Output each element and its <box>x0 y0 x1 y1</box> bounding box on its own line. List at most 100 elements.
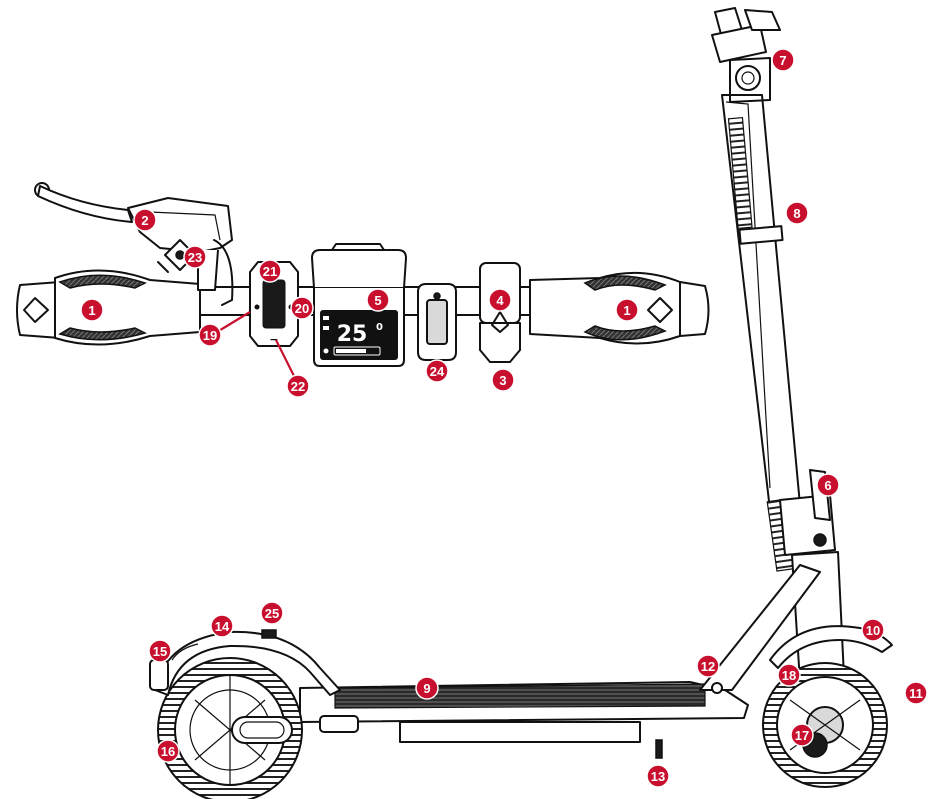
callout-number: 3 <box>499 373 506 388</box>
callout-badge <box>696 654 720 678</box>
display-speed: 25 <box>337 322 368 347</box>
callout-front-tire: 11 <box>904 681 928 705</box>
callout-phone-mount: 24 <box>425 359 449 383</box>
callout-badge <box>156 739 180 763</box>
callout-number: 24 <box>430 364 445 379</box>
callout-number: 19 <box>203 328 217 343</box>
callout-number: 16 <box>161 744 175 759</box>
callout-display: 5 <box>366 288 390 312</box>
callout-badge <box>286 374 310 398</box>
callout-badge <box>258 259 282 283</box>
callout-number: 21 <box>263 264 277 279</box>
deck <box>299 681 749 743</box>
front-fender <box>769 625 893 669</box>
callout-badge <box>615 298 639 322</box>
callout-number: 10 <box>866 623 880 638</box>
callout-number: 22 <box>291 379 305 394</box>
display-decimal: 0 <box>376 322 383 333</box>
rear-light <box>149 659 169 691</box>
fender-latch <box>261 629 277 639</box>
callout-brake-lever: 2 <box>133 208 157 232</box>
callout-front-fender: 10 <box>861 618 885 642</box>
callout-badge <box>904 681 928 705</box>
callout-deck: 9 <box>415 676 439 700</box>
callout-number: 7 <box>779 53 786 68</box>
callout-number: 4 <box>496 293 504 308</box>
callout-number: 13 <box>651 769 665 784</box>
callout-front-brake: 17 <box>790 723 814 747</box>
callout-badge <box>415 676 439 700</box>
callout-rear-fender: 14 <box>210 614 234 638</box>
callout-number: 11 <box>909 686 923 701</box>
callout-throttle-bottom: 3 <box>491 368 515 392</box>
phone-mount <box>417 283 457 361</box>
callout-badge <box>777 663 801 687</box>
handlebar-top <box>711 7 781 103</box>
rear-fender <box>149 629 341 696</box>
callout-number: 5 <box>374 293 381 308</box>
handlebar-detail: + − 25 0 <box>16 182 710 367</box>
callout-badge <box>290 296 314 320</box>
callout-number: 15 <box>153 644 167 659</box>
callout-number: 12 <box>701 659 715 674</box>
throttle <box>479 262 521 363</box>
callout-handlebar: 7 <box>771 48 795 72</box>
callout-grip-left: 1 <box>80 298 104 322</box>
callout-number: 2 <box>141 213 148 228</box>
front-wheel <box>762 662 888 788</box>
svg-text:−: − <box>269 333 278 346</box>
callout-badge <box>148 639 172 663</box>
callout-number: 1 <box>88 303 95 318</box>
callout-throttle: 4 <box>488 288 512 312</box>
callout-button-minus: 22 <box>286 374 310 398</box>
callout-badge <box>183 245 207 269</box>
callout-badge <box>366 288 390 312</box>
callout-button-right: 20 <box>290 296 314 320</box>
callout-number: 17 <box>795 728 809 743</box>
callout-bell: 23 <box>183 245 207 269</box>
callout-charging-port: 12 <box>696 654 720 678</box>
callout-badge <box>210 614 234 638</box>
callout-number: 23 <box>188 250 202 265</box>
callout-badge <box>861 618 885 642</box>
grip-left <box>16 269 201 346</box>
callout-number: 20 <box>295 301 309 316</box>
control-buttons: + − <box>249 261 299 347</box>
callout-badge <box>491 368 515 392</box>
kickstand <box>655 739 663 759</box>
callout-stem: 8 <box>785 201 809 225</box>
callout-button-plus: 21 <box>258 259 282 283</box>
grip-right <box>529 271 710 345</box>
callout-number: 14 <box>215 619 230 634</box>
callout-badge <box>133 208 157 232</box>
callout-number: 8 <box>793 206 800 221</box>
callout-number: 1 <box>623 303 630 318</box>
callout-badge <box>260 601 284 625</box>
callout-kickstand: 13 <box>646 764 670 788</box>
callout-number: 25 <box>265 606 279 621</box>
callout-folding-latch: 6 <box>816 473 840 497</box>
callout-badge <box>80 298 104 322</box>
callout-badge <box>488 288 512 312</box>
callout-number: 6 <box>824 478 831 493</box>
callout-badge <box>198 323 222 347</box>
charging-port <box>711 682 723 694</box>
callout-badge <box>785 201 809 225</box>
callout-fender-latch: 25 <box>260 601 284 625</box>
rear-wheel <box>157 657 303 799</box>
callout-badge <box>771 48 795 72</box>
callout-number: 9 <box>423 681 430 696</box>
callout-rear-light: 15 <box>148 639 172 663</box>
callout-grip-right: 1 <box>615 298 639 322</box>
callout-rear-wheel: 16 <box>156 739 180 763</box>
callout-badge <box>646 764 670 788</box>
callout-badge <box>425 359 449 383</box>
callout-badge <box>816 473 840 497</box>
callout-badge <box>790 723 814 747</box>
display: 25 0 <box>311 243 407 367</box>
callout-front-fork: 18 <box>777 663 801 687</box>
callout-number: 18 <box>782 668 796 683</box>
callout-button-left: 19 <box>198 323 222 347</box>
